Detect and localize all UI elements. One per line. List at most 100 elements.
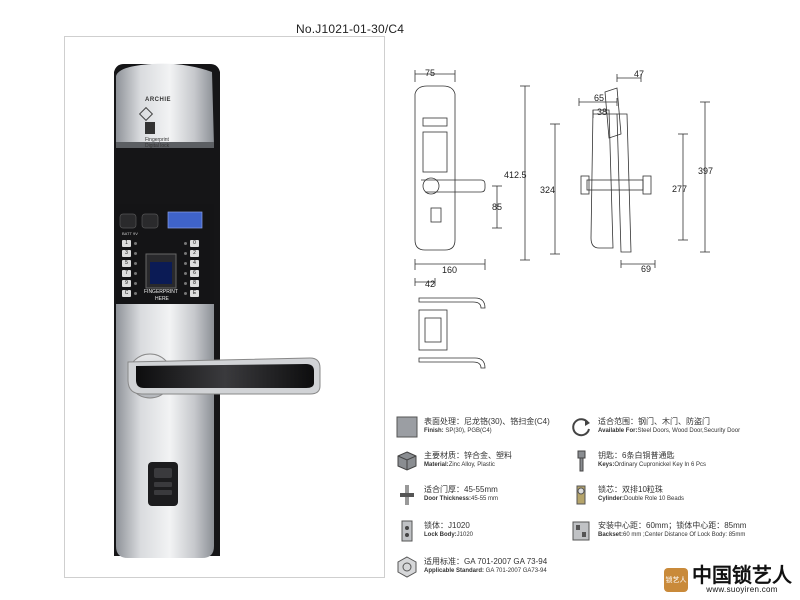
spec-en-value: 45-55 mm	[471, 496, 499, 502]
fingerprint-label-1: FINGERPRINT	[144, 289, 178, 295]
spec-en: Cylinder:Double Role 10 Beads	[598, 495, 684, 504]
spec-zh: 锁芯：双排10粒珠	[598, 485, 663, 494]
spec-zh: 适合门厚：45-55mm	[424, 485, 498, 494]
spec-en-value: J1020	[456, 532, 474, 538]
keypad-key[interactable]: 7	[122, 269, 137, 277]
keypad-key-label: 9	[122, 279, 131, 287]
watermark-url: www.suoyiren.com	[706, 585, 778, 594]
spec-zh: 表面处理：尼龙铬(30)、铬扫金(C4)	[424, 417, 550, 426]
finish-swatch-icon	[396, 416, 418, 438]
keypad-key-label: 6	[190, 269, 199, 277]
keypad-key[interactable]: 8	[184, 279, 199, 287]
dim-height-inner: 324	[540, 185, 556, 195]
keypad-key[interactable]: 5	[122, 259, 137, 267]
spec-en-label: Backset:	[598, 532, 624, 538]
spec-zh: 适用标准：GA 701-2007 GA 73-94	[424, 557, 548, 566]
keypad-key[interactable]: 2	[184, 249, 199, 257]
spec-zh: 适合范围：钢门、木门、防盗门	[598, 417, 710, 426]
key-icon	[570, 450, 592, 472]
spec-en-label: Material:	[424, 462, 449, 468]
keypad-led	[184, 271, 187, 275]
keypad-led	[184, 241, 187, 245]
dim-width-top: 75	[425, 68, 436, 78]
keypad-key[interactable]: 0	[184, 239, 199, 247]
spec-en-label: Applicable Standard:	[424, 568, 485, 574]
keypad-led	[184, 281, 187, 285]
spec-en-value: Steel Doors, Wood Door,Security Door	[637, 428, 741, 434]
dim-height-total: 412.5	[504, 170, 527, 180]
keypad-led	[134, 291, 137, 295]
keypad-key-label: E	[190, 289, 199, 297]
spec-en: Material:Zinc Alloy, Plastic	[424, 461, 512, 470]
keypad-key[interactable]: 6	[184, 269, 199, 277]
keypad-key-label: 3	[122, 249, 131, 257]
lock-label-line2: Digital lock	[145, 143, 170, 149]
material-cube-icon	[396, 450, 418, 472]
spec-en-value: Zinc Alloy, Plastic	[448, 462, 495, 468]
cylinder-icon	[570, 484, 592, 506]
keypad-led	[184, 261, 187, 265]
keypad-key-label: C	[122, 289, 131, 297]
lock-body-icon	[396, 520, 418, 542]
keypad-key-label: 2	[190, 249, 199, 257]
spec-en-label: Keys:	[598, 462, 615, 468]
spec-zh: 锁体：J1020	[424, 521, 470, 530]
keypad-led	[184, 251, 187, 255]
spec-en-value: Ordinary Cupronickel Key In 6 Pcs	[614, 462, 707, 468]
spec-en-label: Available For:	[598, 428, 638, 434]
spec-zh: 主要材质：锌合金、塑料	[424, 451, 512, 460]
spec-zh: 安装中心距：60mm；锁体中心距：85mm	[598, 521, 747, 530]
keypad-key-label: 8	[190, 279, 199, 287]
spec-item: 表面处理：尼龙铬(30)、铬扫金(C4)Finish: SP(30), PGB(…	[396, 416, 550, 438]
keypad-led	[184, 291, 187, 295]
spec-en: Applicable Standard: GA 701-2007 GA73-94	[424, 567, 547, 576]
watermark: 锁艺人 中国锁艺人 www.suoyiren.com	[664, 565, 792, 594]
range-rotate-icon	[570, 416, 592, 438]
dim-side-height-inner: 277	[672, 184, 688, 194]
spec-en: Backset:60 mm ;Center Distance Of Lock B…	[598, 531, 746, 540]
dim-side-65: 65	[594, 93, 605, 103]
keypad-key-label: 4	[190, 259, 199, 267]
spec-en-label: Cylinder:	[598, 496, 625, 502]
keypad-key[interactable]: 9	[122, 279, 137, 287]
model-number: No.J1021-01-30/C4	[296, 22, 405, 36]
keypad-led	[134, 241, 137, 245]
spec-en: Door Thickness:45-55 mm	[424, 495, 498, 504]
dim-side-width-top: 47	[634, 69, 645, 79]
keypad-key-label: 0	[190, 239, 199, 247]
keypad-key-label: 1	[122, 239, 131, 247]
watermark-seal: 锁艺人	[664, 567, 688, 592]
keypad-key[interactable]: C	[122, 289, 137, 297]
spec-en-value: GA 701-2007 GA73-94	[484, 568, 547, 574]
spec-en-value: Double Role 10 Beads	[624, 496, 685, 502]
spec-en-label: Finish:	[424, 428, 444, 434]
keypad-key[interactable]: 1	[122, 239, 137, 247]
keypad-led	[134, 271, 137, 275]
keypad-key[interactable]: 4	[184, 259, 199, 267]
keypad-led	[134, 281, 137, 285]
keypad-key-label: 7	[122, 269, 131, 277]
fingerprint-logo-icon	[145, 122, 155, 134]
spec-en: Finish: SP(30), PGB(C4)	[424, 427, 550, 436]
technical-drawing	[414, 70, 710, 369]
keypad-key-label: 5	[122, 259, 131, 267]
spec-en-label: Lock Body:	[424, 532, 457, 538]
spec-en: Available For:Steel Doors, Wood Door,Sec…	[598, 427, 740, 436]
keypad-led	[134, 251, 137, 255]
spec-en-label: Door Thickness:	[424, 496, 472, 502]
fingerprint-label-2: HERE	[155, 296, 169, 302]
spec-en-value: 60 mm ;Center Distance Of Lock Body: 85m…	[623, 532, 746, 538]
dim-side-bottom: 69	[641, 264, 652, 274]
lock-brand: ARCHIE	[145, 97, 172, 103]
keypad-key[interactable]: 3	[122, 249, 137, 257]
dim-side-height-total: 397	[698, 166, 714, 176]
keypad-key[interactable]: E	[184, 289, 199, 297]
